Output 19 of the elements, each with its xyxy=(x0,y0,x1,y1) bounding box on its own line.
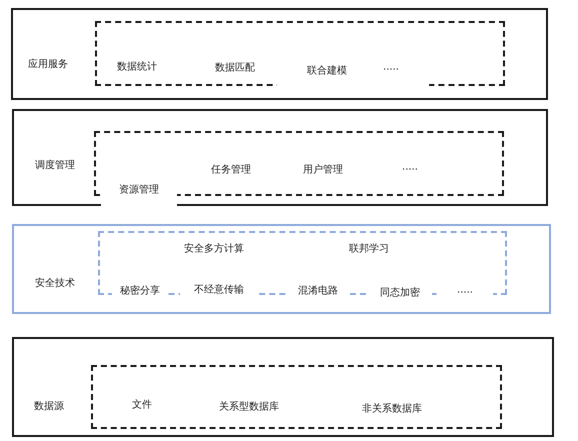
dashed-group-box xyxy=(91,365,502,429)
item-label: 安全多方计算 xyxy=(184,242,244,256)
layer-box xyxy=(12,337,554,437)
item-label: 资源管理 xyxy=(101,184,177,206)
layer-title: 调度管理 xyxy=(34,159,76,173)
layer-title: 安全技术 xyxy=(34,277,76,291)
item-label: 非关系数据库 xyxy=(362,402,422,416)
item-label: 数据统计 xyxy=(117,60,157,74)
item-label: 任务管理 xyxy=(211,164,251,176)
item-label: 数据匹配 xyxy=(215,62,255,74)
layer-title: 应用服务 xyxy=(27,58,69,72)
layer-box xyxy=(11,8,548,100)
item-label: 联邦学习 xyxy=(349,242,389,256)
item-label: 用户管理 xyxy=(303,164,343,176)
layer-box xyxy=(12,224,551,314)
item-label: 文件 xyxy=(132,398,152,412)
layer-title: 数据源 xyxy=(33,400,65,414)
item-label: 关系型数据库 xyxy=(219,400,279,414)
layer-box xyxy=(12,109,548,206)
